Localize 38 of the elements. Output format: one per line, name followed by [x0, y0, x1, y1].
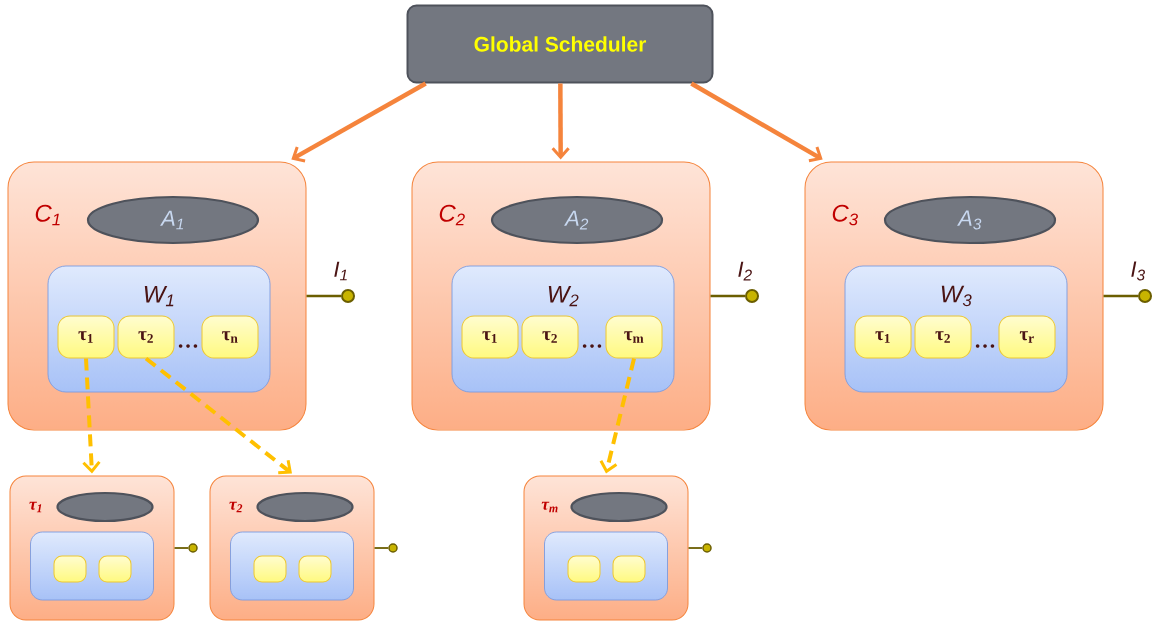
- task-box: τ$_{1}$: [854, 315, 912, 359]
- arrow: [690, 81, 823, 163]
- task-box: [98, 555, 132, 583]
- task-box: [612, 555, 646, 583]
- ellipse: [56, 491, 154, 523]
- task-box: [253, 555, 287, 583]
- arrow: [599, 358, 636, 474]
- task-box: [298, 555, 332, 583]
- connector-line: [173, 547, 190, 549]
- ellipsis: …: [582, 344, 602, 348]
- task-box: τ$_{2}$: [914, 315, 972, 359]
- task-box: τ$_{r}$: [998, 315, 1056, 359]
- task-box: τ$_{1}$: [461, 315, 519, 359]
- ellipse: [256, 491, 354, 523]
- connector-line: [306, 294, 341, 298]
- task-box: τ$_{2}$: [117, 315, 175, 359]
- connector-line: [710, 294, 745, 298]
- connector-line: [1103, 294, 1138, 298]
- ellipsis: …: [178, 344, 198, 348]
- connector-line: [373, 547, 390, 549]
- task-box: [567, 555, 601, 583]
- connector-line: [687, 547, 704, 549]
- ellipsis: …: [975, 344, 995, 348]
- scheduler-box: Global Scheduler: [406, 4, 714, 84]
- task-box: τ$_{2}$: [521, 315, 579, 359]
- task-box: τ$_{m}$: [605, 315, 663, 359]
- arrow: [144, 356, 292, 475]
- task-box: [53, 555, 87, 583]
- port-dot: [1138, 289, 1152, 303]
- arrow: [291, 81, 427, 163]
- interface-label: I$_{2}$: [738, 261, 752, 281]
- interface-label: I$_{3}$: [1131, 261, 1145, 281]
- task-box: τ$_{n}$: [201, 315, 259, 359]
- task-box: τ$_{1}$: [57, 315, 115, 359]
- arrow: [82, 358, 101, 474]
- interface-label: I$_{1}$: [334, 261, 347, 281]
- ellipse: [570, 491, 668, 523]
- arrow: [551, 83, 570, 160]
